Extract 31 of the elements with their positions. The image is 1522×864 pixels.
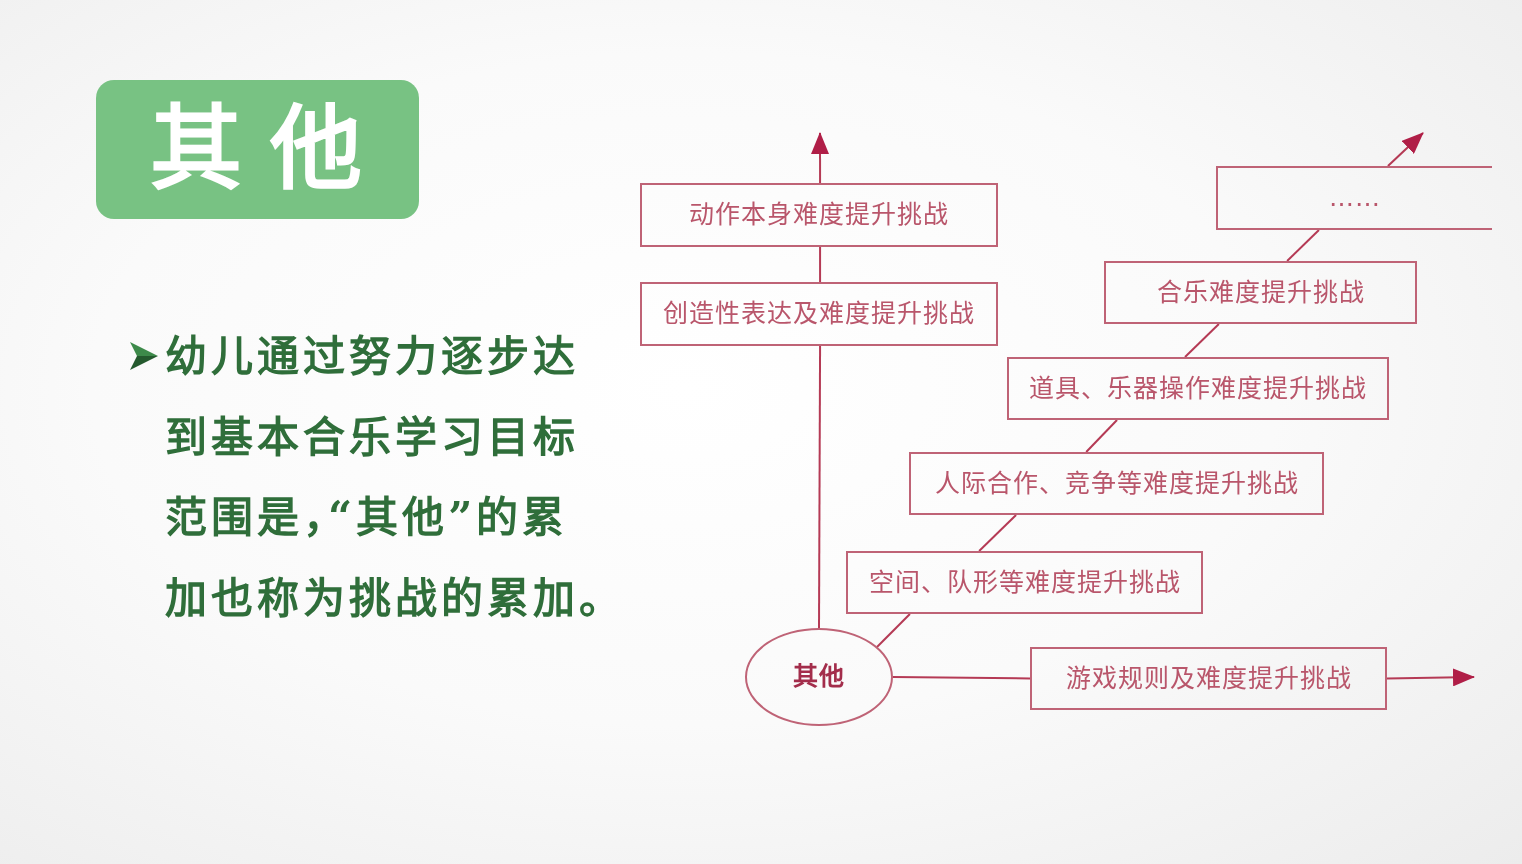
connector-line [1085,419,1118,453]
process-box [1030,647,1387,710]
process-box [1104,261,1417,324]
node-text: 游戏规则及难度提升挑战 [1065,663,1352,694]
ellipse-node [745,628,893,726]
node-text: 其他 [793,662,845,692]
process-box [909,452,1324,515]
arrow [1386,132,1424,167]
node-text: 合乐难度提升挑战 [1156,277,1365,308]
process-box [846,551,1203,614]
connector-line [978,514,1018,552]
node-text: 空间、队形等难度提升挑战 [868,567,1181,598]
connector-line [819,246,822,283]
arrow [811,132,830,184]
node-text: 动作本身难度提升挑战 [689,200,949,230]
arrow [1386,668,1475,687]
node-text: …… [1329,183,1381,213]
body-text: 幼儿通过努力逐步达到基本合乐学习目标范围是，“其他”的累加也称为挑战的累加。 [165,331,605,625]
slide-title: 其他 [150,103,390,196]
connector-line [1286,229,1320,262]
node-text: 道具、乐器操作难度提升挑战 [1029,373,1367,404]
process-box [1216,166,1492,230]
connector-line [818,345,822,629]
connector-line [876,613,911,648]
process-box [1007,357,1389,420]
connector-line [1184,323,1220,358]
process-box [640,183,998,247]
process-box [640,282,998,346]
node-text: 创造性表达及难度提升挑战 [663,299,975,329]
connector-line [892,676,1031,680]
node-text: 人际合作、竞争等难度提升挑战 [934,468,1299,499]
